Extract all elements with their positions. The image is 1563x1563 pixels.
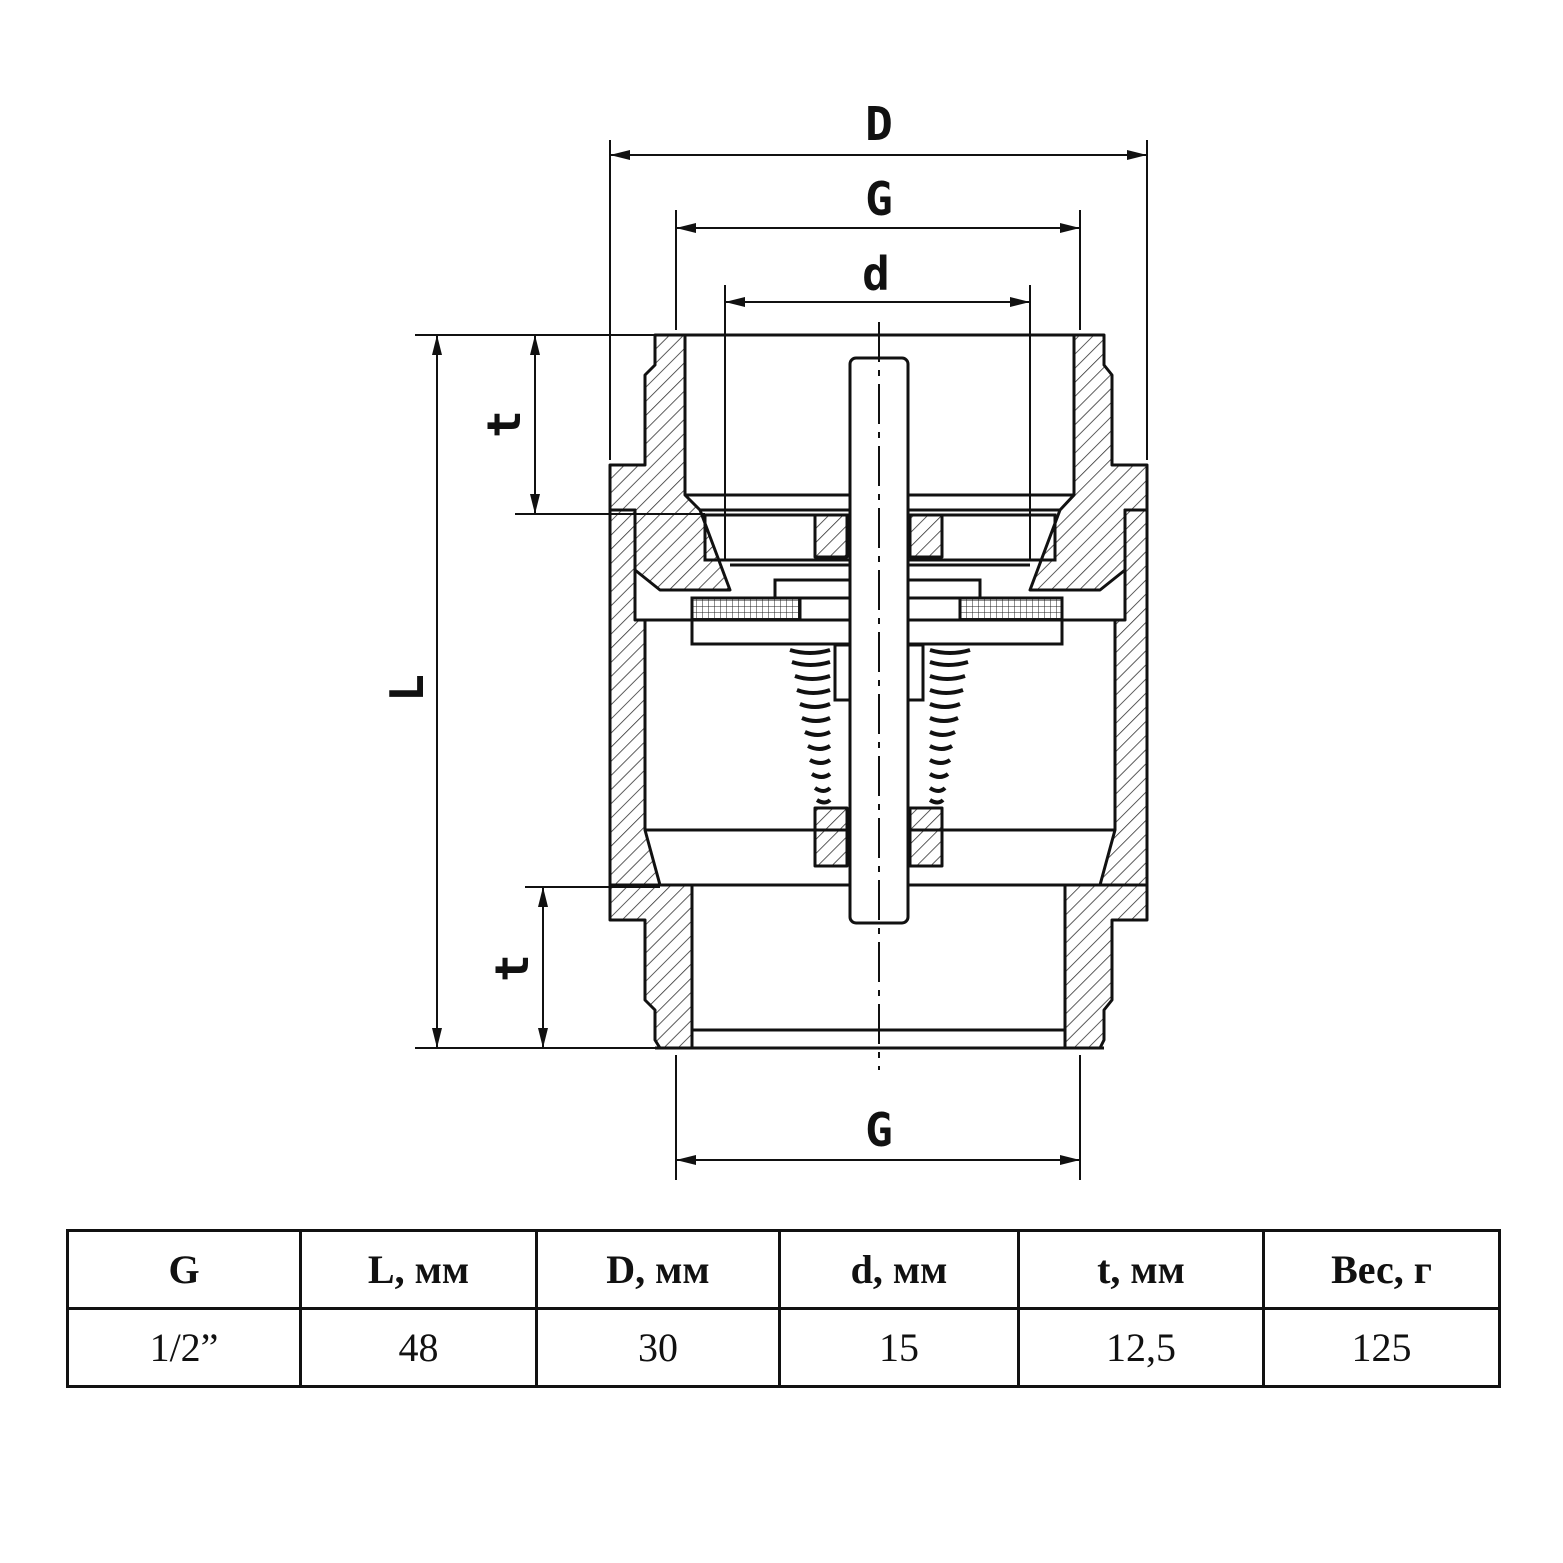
extension-lines [415,140,1148,1180]
valve-body-section [608,333,1149,1050]
valve-section-drawing: D G d t L t G [380,97,1149,1180]
dimension-label-t-top: t [477,410,531,438]
spec-table-header-row: G L, мм D, мм d, мм t, мм Вес, г [66,1229,1501,1310]
spec-cell-t: 12,5 [1017,1307,1265,1388]
spec-cell-d-inner: 15 [778,1307,1020,1388]
spec-header-d-inner: d, мм [778,1229,1020,1310]
dimension-labels: D G d t L t G [380,97,893,1157]
dimension-label-G-top: G [865,172,893,226]
dimension-label-d: d [862,247,890,301]
spec-header-weight: Вес, г [1262,1229,1501,1310]
spring [789,648,971,805]
spec-header-d-outer: D, мм [535,1229,781,1310]
spec-cell-g: 1/2” [66,1307,302,1388]
spec-cell-d-outer: 30 [535,1307,781,1388]
table-row: 1/2” 48 30 15 12,5 125 [66,1307,1501,1388]
dimension-label-t-bottom: t [485,954,539,982]
spec-header-t: t, мм [1017,1229,1265,1310]
dimension-label-D: D [865,97,893,151]
dimension-lines [432,150,1147,1165]
dimension-label-G-bottom: G [865,1103,893,1157]
spec-cell-weight: 125 [1262,1307,1501,1388]
dimension-label-L: L [380,674,434,702]
spec-table: G L, мм D, мм d, мм t, мм Вес, г 1/2” 48… [66,1229,1501,1388]
spec-header-g: G [66,1229,302,1310]
spec-header-l: L, мм [299,1229,538,1310]
spec-cell-l: 48 [299,1307,538,1388]
